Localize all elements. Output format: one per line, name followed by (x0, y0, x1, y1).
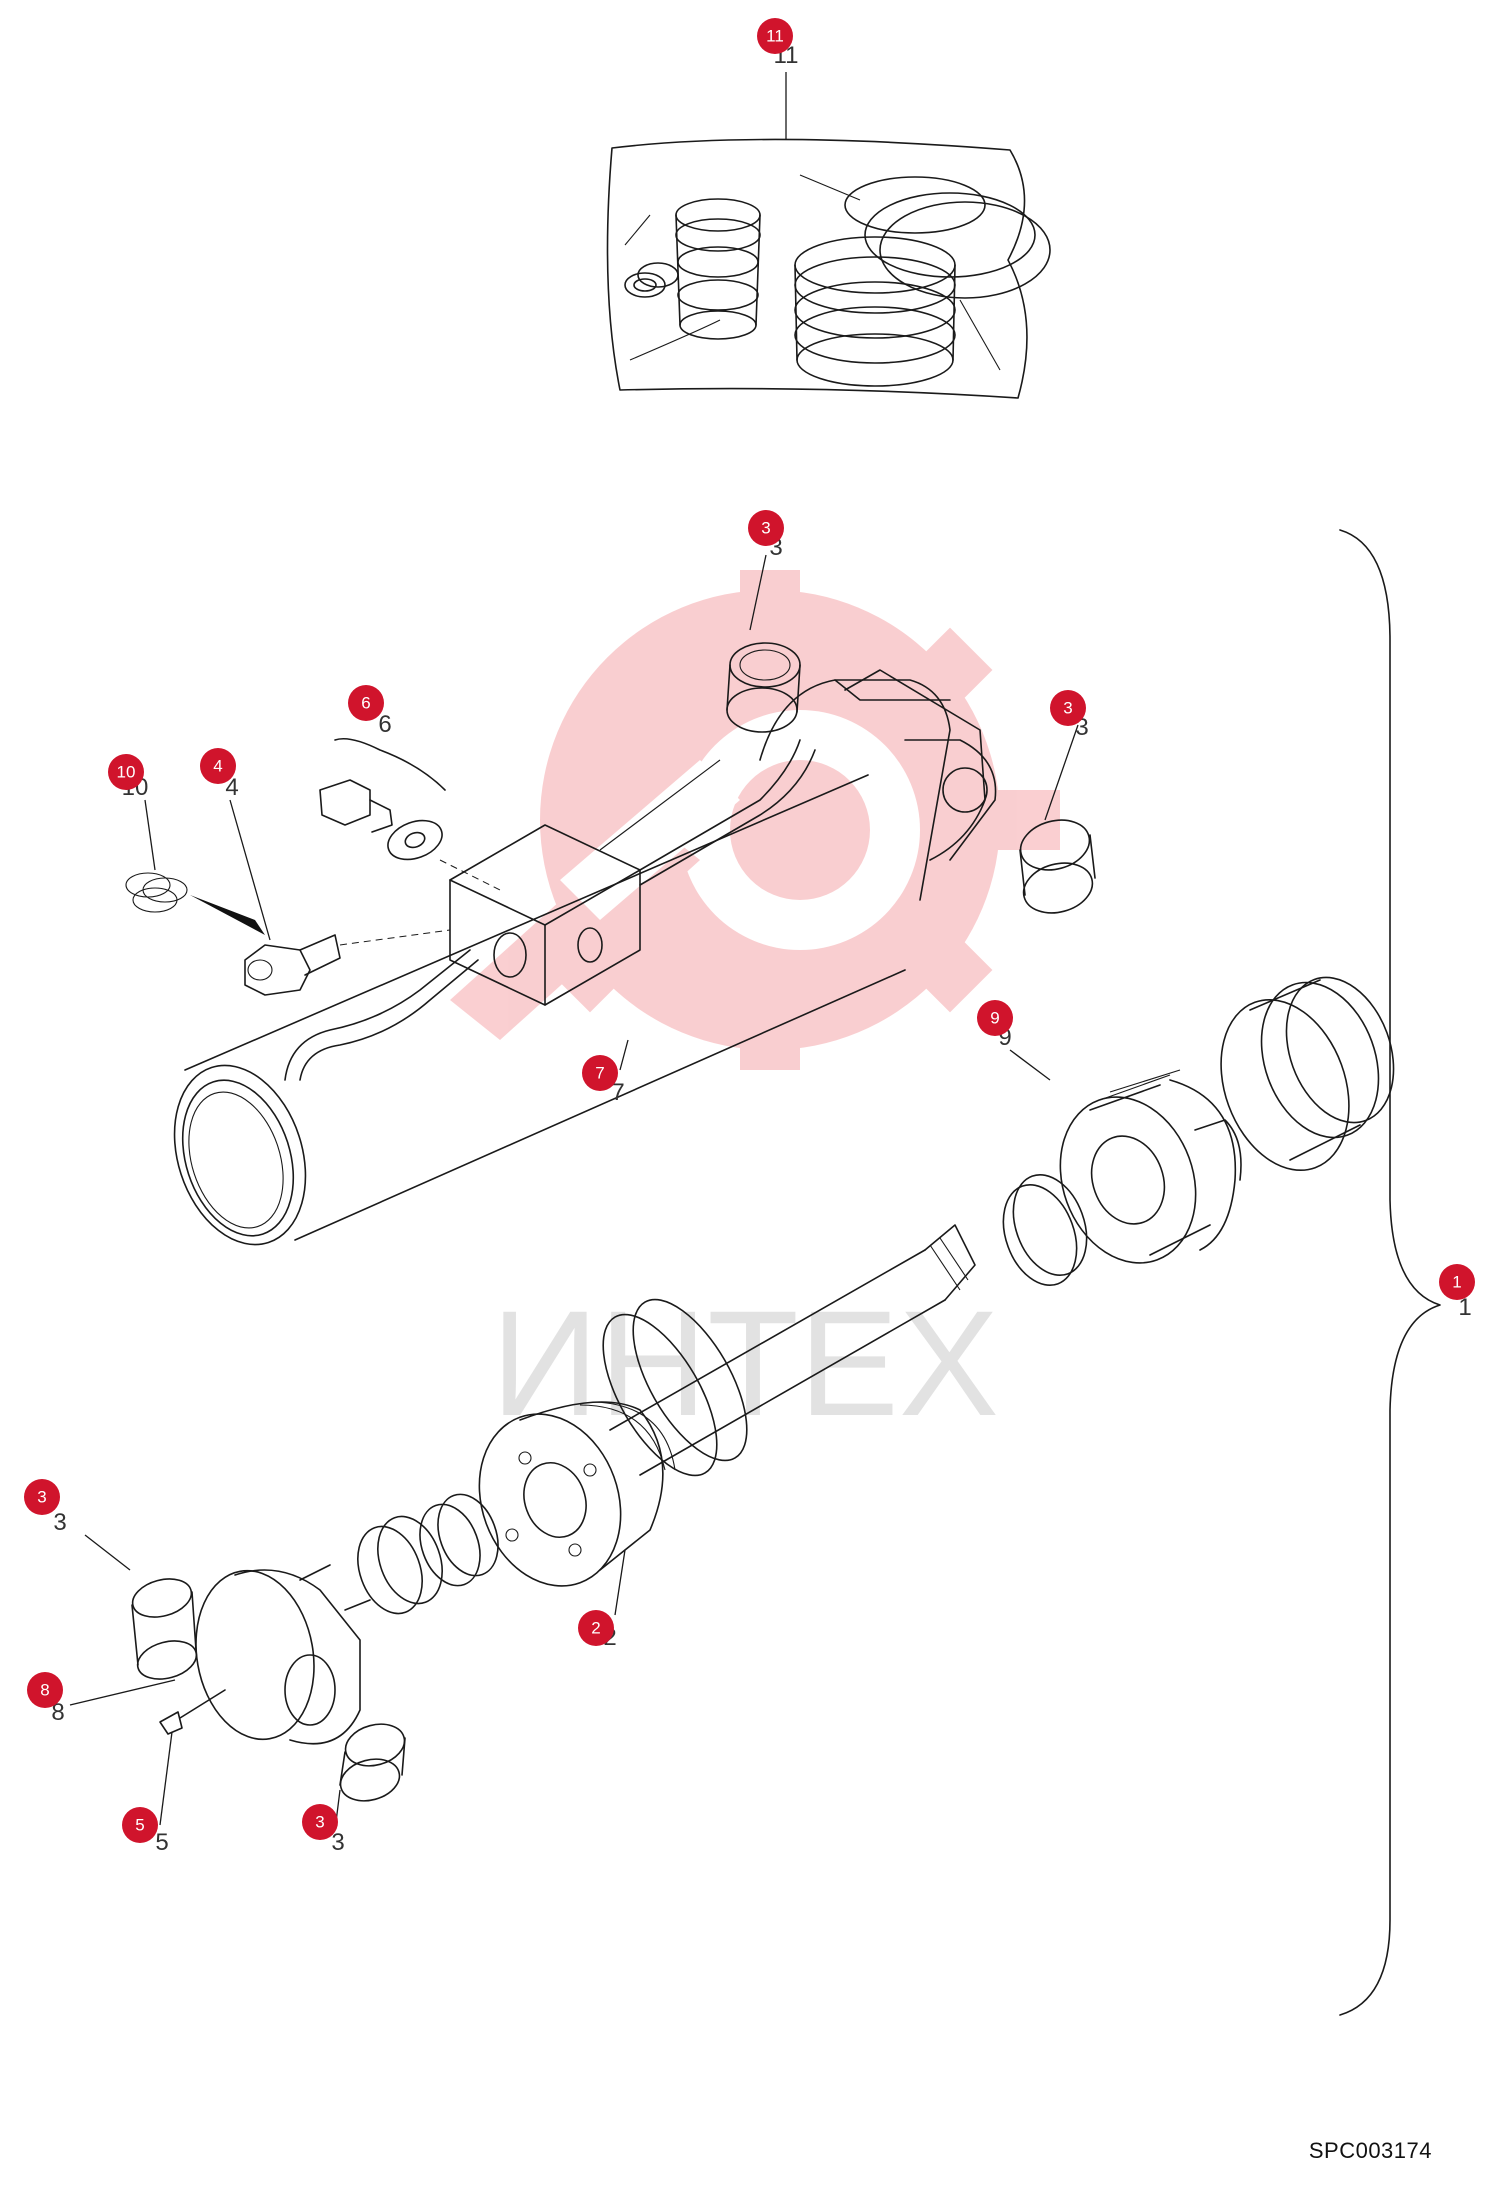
seal-kit-bag (606, 138, 1051, 399)
svg-text:3: 3 (1063, 699, 1072, 718)
rod-eye (159, 1564, 371, 1745)
bushing-bottom (339, 1723, 406, 1802)
callout-3-bottom[interactable]: 3 (302, 1804, 338, 1840)
svg-text:10: 10 (117, 763, 136, 782)
leader-lines (69, 72, 1079, 1831)
svg-text:5: 5 (135, 1816, 144, 1835)
orig-num-1: 1 (1458, 1294, 1471, 1321)
callout-9[interactable]: 9 (977, 1000, 1013, 1036)
o-ring-set (125, 872, 188, 913)
callout-6[interactable]: 6 (348, 685, 384, 721)
callout-3-right[interactable]: 3 (1050, 690, 1086, 726)
svg-text:3: 3 (761, 519, 770, 538)
orig-num-5: 5 (155, 1829, 168, 1856)
gland (1002, 1069, 1242, 1287)
watermark-logo (450, 570, 1060, 1070)
callout-2[interactable]: 2 (578, 1610, 614, 1646)
orig-num-3d: 3 (331, 1829, 344, 1856)
svg-text:11: 11 (766, 27, 784, 46)
callout-5[interactable]: 5 (122, 1807, 158, 1843)
svg-text:9: 9 (990, 1009, 999, 1028)
svg-text:8: 8 (40, 1681, 49, 1700)
svg-text:2: 2 (591, 1619, 600, 1638)
piston-rod (602, 1224, 976, 1477)
watermark-text: ИНТЕХ (491, 1279, 999, 1447)
piston (478, 1401, 676, 1587)
rod-seal-pack (1220, 976, 1395, 1172)
orig-num-4: 4 (225, 774, 238, 801)
callout-3-top[interactable]: 3 (748, 510, 784, 546)
assembly-brace (1339, 529, 1441, 2016)
svg-text:6: 6 (361, 694, 370, 713)
orig-num-3c: 3 (53, 1509, 66, 1536)
piston-seal-rings (357, 1493, 499, 1615)
svg-text:4: 4 (213, 757, 222, 776)
callout-10[interactable]: 10 (108, 754, 144, 790)
bushing-left (131, 1578, 198, 1680)
svg-text:1: 1 (1452, 1273, 1461, 1292)
svg-text:3: 3 (315, 1813, 324, 1832)
bushing-right (1019, 819, 1096, 914)
orig-num-6: 6 (378, 711, 391, 738)
plug-and-washer (319, 737, 501, 891)
drawing-code: SPC003174 (1308, 2138, 1432, 2163)
callout-8[interactable]: 8 (27, 1672, 63, 1708)
orig-num-8: 8 (51, 1699, 64, 1726)
callout-7[interactable]: 7 (582, 1055, 618, 1091)
svg-text:3: 3 (37, 1488, 46, 1507)
svg-text:7: 7 (595, 1064, 604, 1083)
callout-3-left[interactable]: 3 (24, 1479, 60, 1515)
cylinder-barrel (173, 669, 997, 1246)
callout-11[interactable]: 11 (757, 18, 793, 54)
callout-4[interactable]: 4 (200, 748, 236, 784)
grease-fitting (190, 895, 451, 996)
bushing-top (726, 642, 801, 733)
callout-1[interactable]: 1 (1439, 1264, 1475, 1300)
orig-num-7: 7 (611, 1079, 624, 1106)
